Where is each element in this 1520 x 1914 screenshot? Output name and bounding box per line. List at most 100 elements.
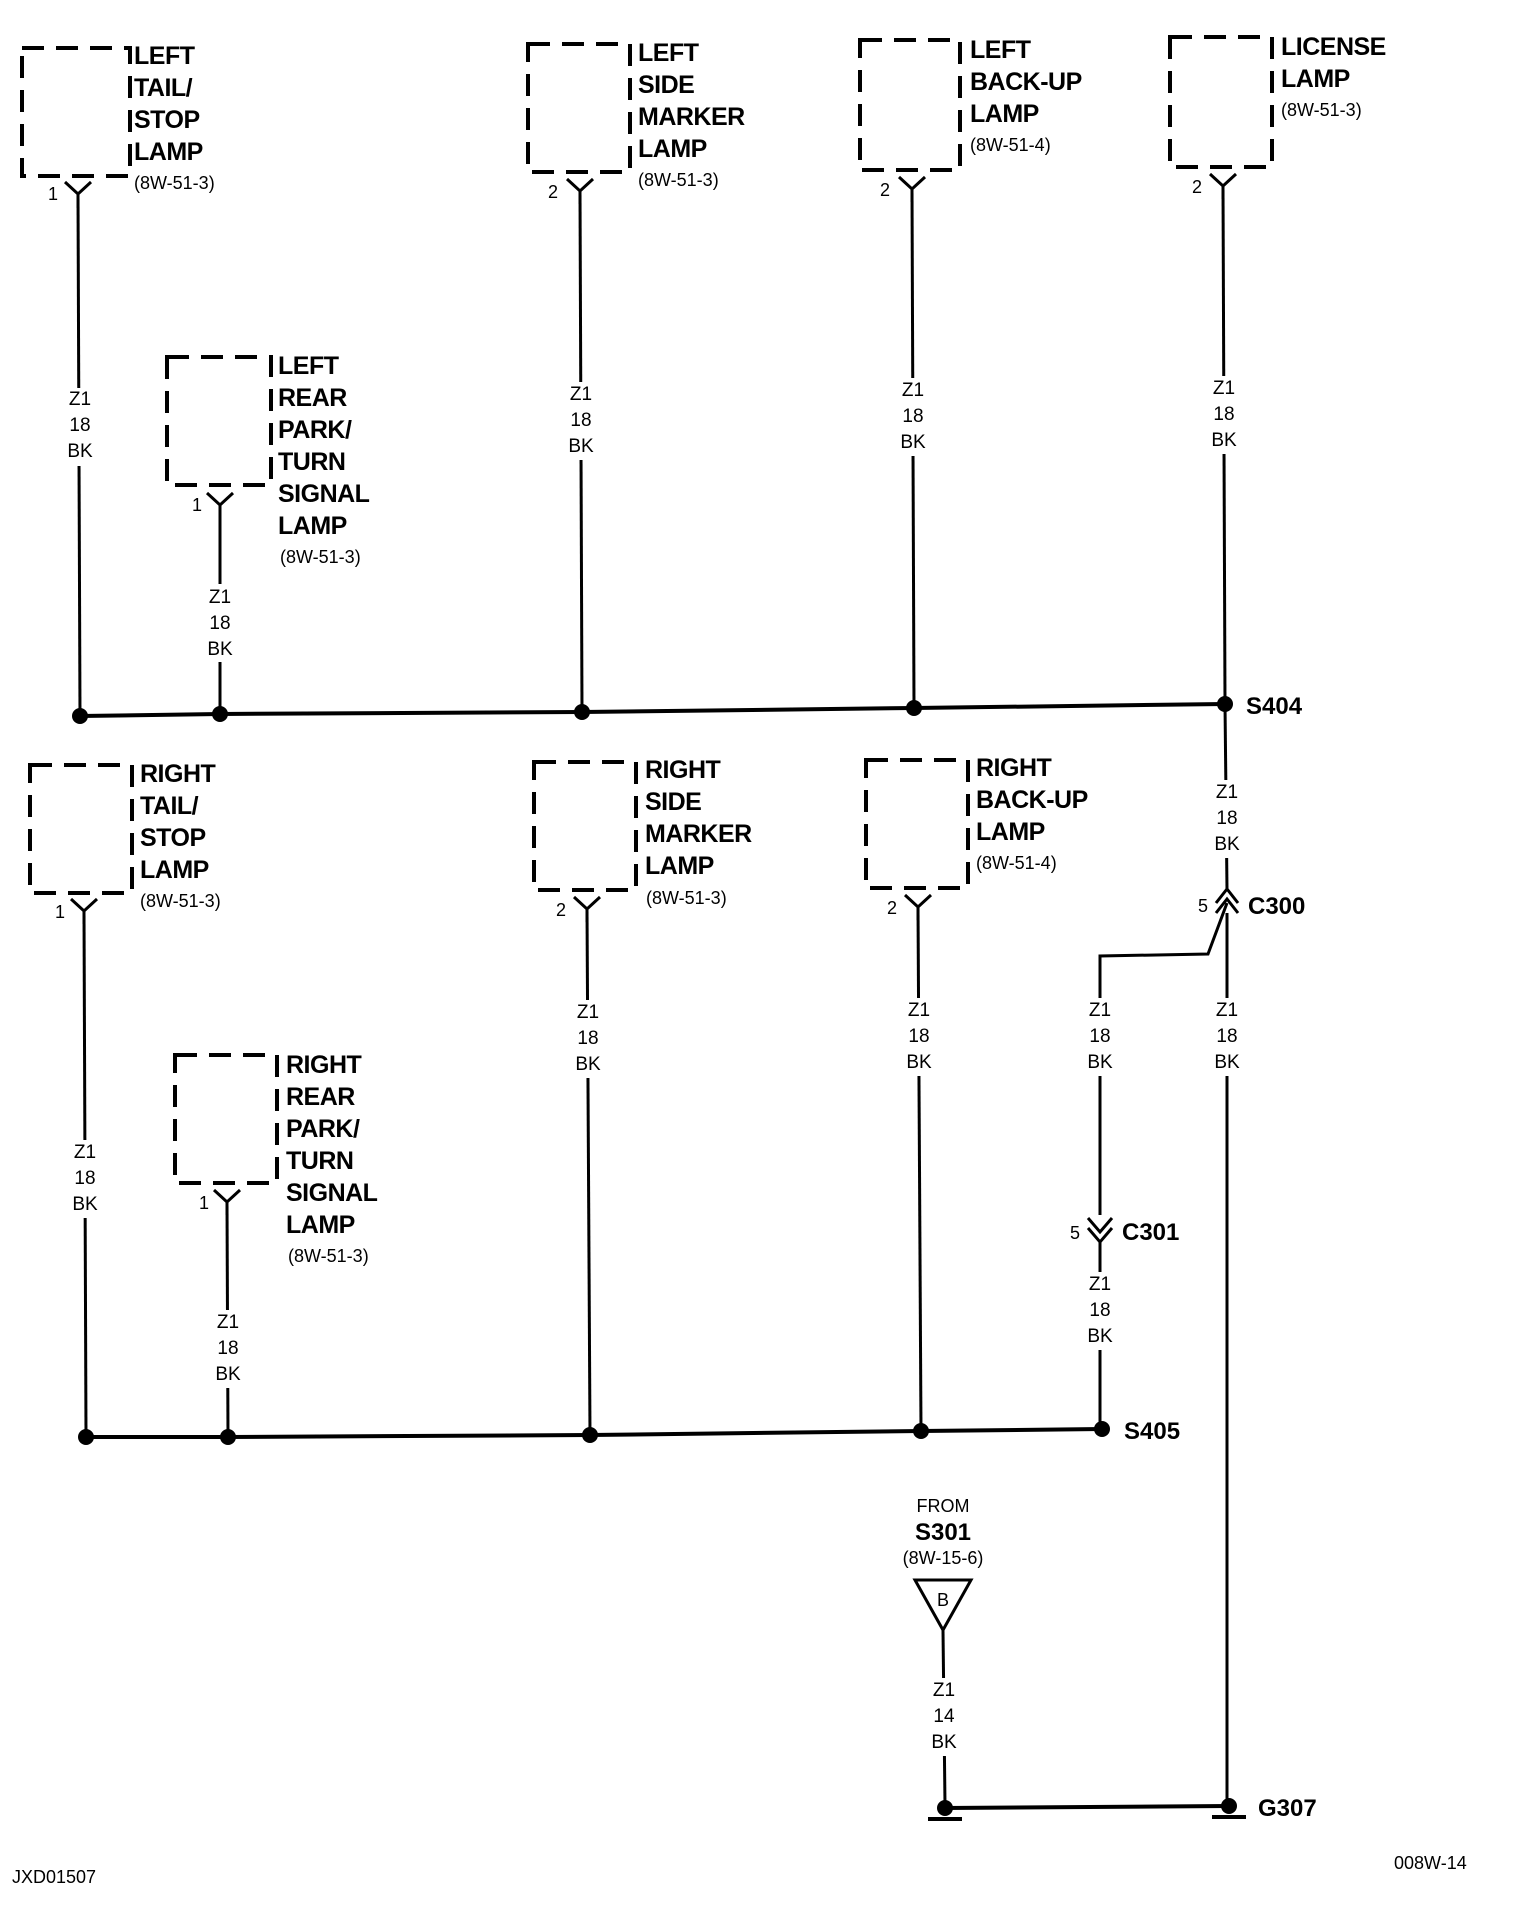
wire-color: BK — [67, 441, 93, 462]
wire-color: BK — [207, 639, 233, 660]
wire-c300-c301: Z1 18 BK — [1080, 956, 1120, 1215]
component-ref: (8W-51-3) — [1281, 100, 1362, 120]
wire-gauge: 18 — [217, 1338, 238, 1359]
component-title: BACK-UP — [976, 786, 1088, 814]
page-ref: 008W-14 — [1394, 1853, 1467, 1873]
wire-gauge: 14 — [933, 1706, 955, 1727]
component-title: STOP — [134, 106, 200, 134]
component-title: LEFT — [134, 42, 195, 70]
wire — [916, 906, 923, 1432]
wire-color: BK — [575, 1054, 601, 1075]
pin-number: 5 — [1070, 1223, 1080, 1243]
wire-label-gap — [924, 1678, 964, 1756]
ground-bus — [944, 1804, 1230, 1810]
component-title: LEFT — [638, 39, 699, 67]
wire-label-gap — [1207, 998, 1247, 1076]
splice-dot — [1094, 1421, 1110, 1437]
component-title: LEFT — [278, 352, 339, 380]
component-title: LAMP — [1281, 65, 1350, 93]
ground-dot — [1221, 1798, 1237, 1814]
wire-color: BK — [568, 436, 594, 457]
wire-circuit: Z1 — [933, 1680, 955, 1701]
component-box — [20, 46, 132, 178]
ground-dot — [937, 1800, 953, 1816]
component-title: LAMP — [638, 135, 707, 163]
wire-label-gap — [65, 1140, 105, 1218]
from-s301: FROM S301 (8W-15-6) B Z1 14 BK — [903, 1496, 984, 1806]
wire-color: BK — [1087, 1052, 1113, 1073]
left-side-marker-lamp: LEFT SIDE MARKER LAMP (8W-51-3) 2 Z1 18 … — [526, 39, 746, 713]
component-title: SIDE — [645, 788, 701, 816]
component-title: TAIL/ — [134, 74, 193, 102]
wire-circuit: Z1 — [209, 587, 231, 608]
component-title: LAMP — [286, 1211, 355, 1239]
wire-label-gap — [1080, 998, 1120, 1076]
component-ref: (8W-51-3) — [134, 173, 215, 193]
component-ref: (8W-51-3) — [646, 888, 727, 908]
wire-label-gap — [1080, 1272, 1120, 1350]
wire-color: BK — [1211, 430, 1237, 451]
from-ref: (8W-15-6) — [903, 1548, 984, 1568]
wire-circuit: Z1 — [1089, 1000, 1111, 1021]
junction-dot — [212, 706, 228, 722]
wire-circuit: Z1 — [1089, 1274, 1111, 1295]
component-box — [532, 760, 638, 892]
pin-number: 2 — [887, 898, 897, 918]
wire-gauge: 18 — [1216, 1026, 1237, 1047]
wire-gauge: 18 — [902, 406, 923, 427]
left-tail-stop-lamp: LEFT TAIL/ STOP LAMP (8W-51-3) 1 Z1 18 B… — [20, 42, 215, 717]
wire-gauge: 18 — [74, 1168, 95, 1189]
component-title: LAMP — [976, 818, 1045, 846]
from-source: S301 — [915, 1519, 971, 1546]
component-box — [1168, 35, 1274, 169]
component-title: REAR — [278, 384, 347, 412]
ground-g307: G307 — [928, 1795, 1317, 1822]
right-rear-park-turn-lamp: RIGHT REAR PARK/ TURN SIGNAL LAMP (8W-51… — [173, 1051, 378, 1438]
component-box — [858, 38, 962, 172]
wire-color: BK — [215, 1364, 241, 1385]
connector-label: C301 — [1122, 1219, 1179, 1246]
component-title: LAMP — [278, 512, 347, 540]
wire-s404-c300: Z1 18 BK — [1206, 703, 1246, 891]
component-title: REAR — [286, 1083, 355, 1111]
wire-gauge: 18 — [1216, 808, 1237, 829]
component-title: RIGHT — [140, 760, 216, 788]
junction-dot — [78, 1429, 94, 1445]
component-box — [28, 763, 134, 895]
component-title: PARK/ — [286, 1115, 360, 1143]
component-title: PARK/ — [278, 416, 352, 444]
connector-c301: 5 C301 Z1 18 BK — [1070, 1217, 1179, 1427]
splice-s405-bus: S405 — [78, 1418, 1180, 1445]
component-title: BACK-UP — [970, 68, 1082, 96]
wire-color: BK — [931, 1732, 957, 1753]
wire-label-gap — [200, 584, 240, 662]
component-ref: (8W-51-3) — [638, 170, 719, 190]
component-box — [526, 42, 632, 174]
wire-label-gap — [894, 378, 934, 456]
connector-symbol — [1214, 886, 1240, 914]
wire-circuit: Z1 — [1216, 1000, 1238, 1021]
pin-number: 1 — [48, 184, 58, 204]
wire-label-gap — [1205, 376, 1245, 454]
component-ref: (8W-51-4) — [970, 135, 1051, 155]
source-letter: B — [937, 1590, 949, 1610]
component-title: RIGHT — [645, 756, 721, 784]
component-title: MARKER — [645, 820, 752, 848]
junction-dot — [72, 708, 88, 724]
pin-number: 1 — [199, 1193, 209, 1213]
right-tail-stop-lamp: RIGHT TAIL/ STOP LAMP (8W-51-3) 1 Z1 18 … — [28, 760, 221, 1438]
component-title: SIGNAL — [286, 1179, 378, 1207]
junction-dot — [220, 1429, 236, 1445]
wire-label-gap — [1206, 780, 1246, 858]
junction-dot — [906, 700, 922, 716]
wire-color: BK — [72, 1194, 98, 1215]
junction-dot — [913, 1423, 929, 1439]
wire-gauge: 18 — [577, 1028, 598, 1049]
component-title: TURN — [286, 1147, 353, 1175]
wire-label-gap — [899, 998, 939, 1076]
component-title: LEFT — [970, 36, 1031, 64]
splice-label: S405 — [1124, 1418, 1180, 1445]
pin-number: 1 — [192, 495, 202, 515]
wire-gauge: 18 — [570, 410, 591, 431]
wire-circuit: Z1 — [69, 389, 91, 410]
